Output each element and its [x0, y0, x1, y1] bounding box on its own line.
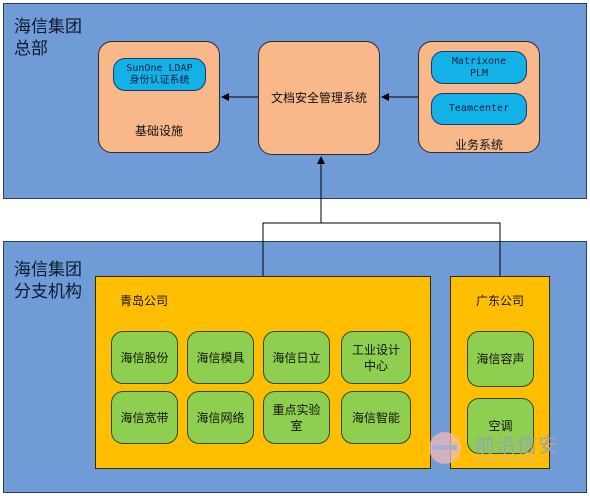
watermark: 前沿信安 Frontier InfoSecurity [427, 426, 587, 470]
unit-industrial-design-center: 工业设计中心 [341, 331, 411, 384]
branch-title-line1: 海信集团 [14, 260, 82, 280]
watermark-logo-icon [429, 432, 461, 464]
unit-hisense-shares: 海信股份 [111, 331, 178, 384]
watermark-name: 前沿信安 [475, 433, 559, 457]
hq-title-line2: 总部 [14, 39, 48, 59]
connector-branches [262, 222, 501, 276]
hq-title-line1: 海信集团 [14, 17, 82, 37]
teamcenter-pill: Teamcenter [431, 93, 527, 125]
business-systems-label: 业务系统 [454, 138, 503, 152]
infrastructure-label: 基础设施 [134, 124, 183, 138]
unit-hisense-broadband: 海信宽带 [111, 391, 178, 444]
matrixone-line1: Matrixone [451, 55, 507, 67]
guangdong-company-label: 广东公司 [475, 294, 524, 308]
matrixone-plm-pill: Matrixone PLM [431, 51, 527, 84]
watermark-sub: Frontier InfoSecurity [475, 456, 536, 463]
doc-security-label: 文档安全管理系统 [270, 91, 367, 105]
ldap-auth-pill: SunOne LDAP 身份认证系统 [113, 58, 206, 91]
hq-title: 海信集团 总部 [14, 16, 82, 60]
teamcenter-label: Teamcenter [448, 103, 510, 114]
unit-hisense-network: 海信网络 [187, 391, 254, 444]
ldap-auth-line2: 身份认证系统 [129, 74, 190, 86]
matrixone-line2: PLM [469, 67, 489, 79]
unit-hisense-hitachi: 海信日立 [263, 331, 330, 384]
unit-air-conditioning: 空调 [467, 398, 534, 454]
branch-title-line2: 分支机构 [14, 282, 82, 302]
qingdao-company-label: 青岛公司 [120, 294, 169, 308]
unit-hisense-mould: 海信模具 [187, 331, 254, 384]
unit-key-laboratory: 重点实验室 [263, 391, 330, 444]
doc-security-box [258, 41, 380, 155]
branch-title: 海信集团 分支机构 [14, 259, 82, 303]
unit-hisense-intelligent: 海信智能 [341, 391, 411, 444]
ldap-auth-line1: SunOne LDAP [126, 62, 193, 74]
unit-hisense-kelon: 海信容声 [467, 331, 534, 387]
